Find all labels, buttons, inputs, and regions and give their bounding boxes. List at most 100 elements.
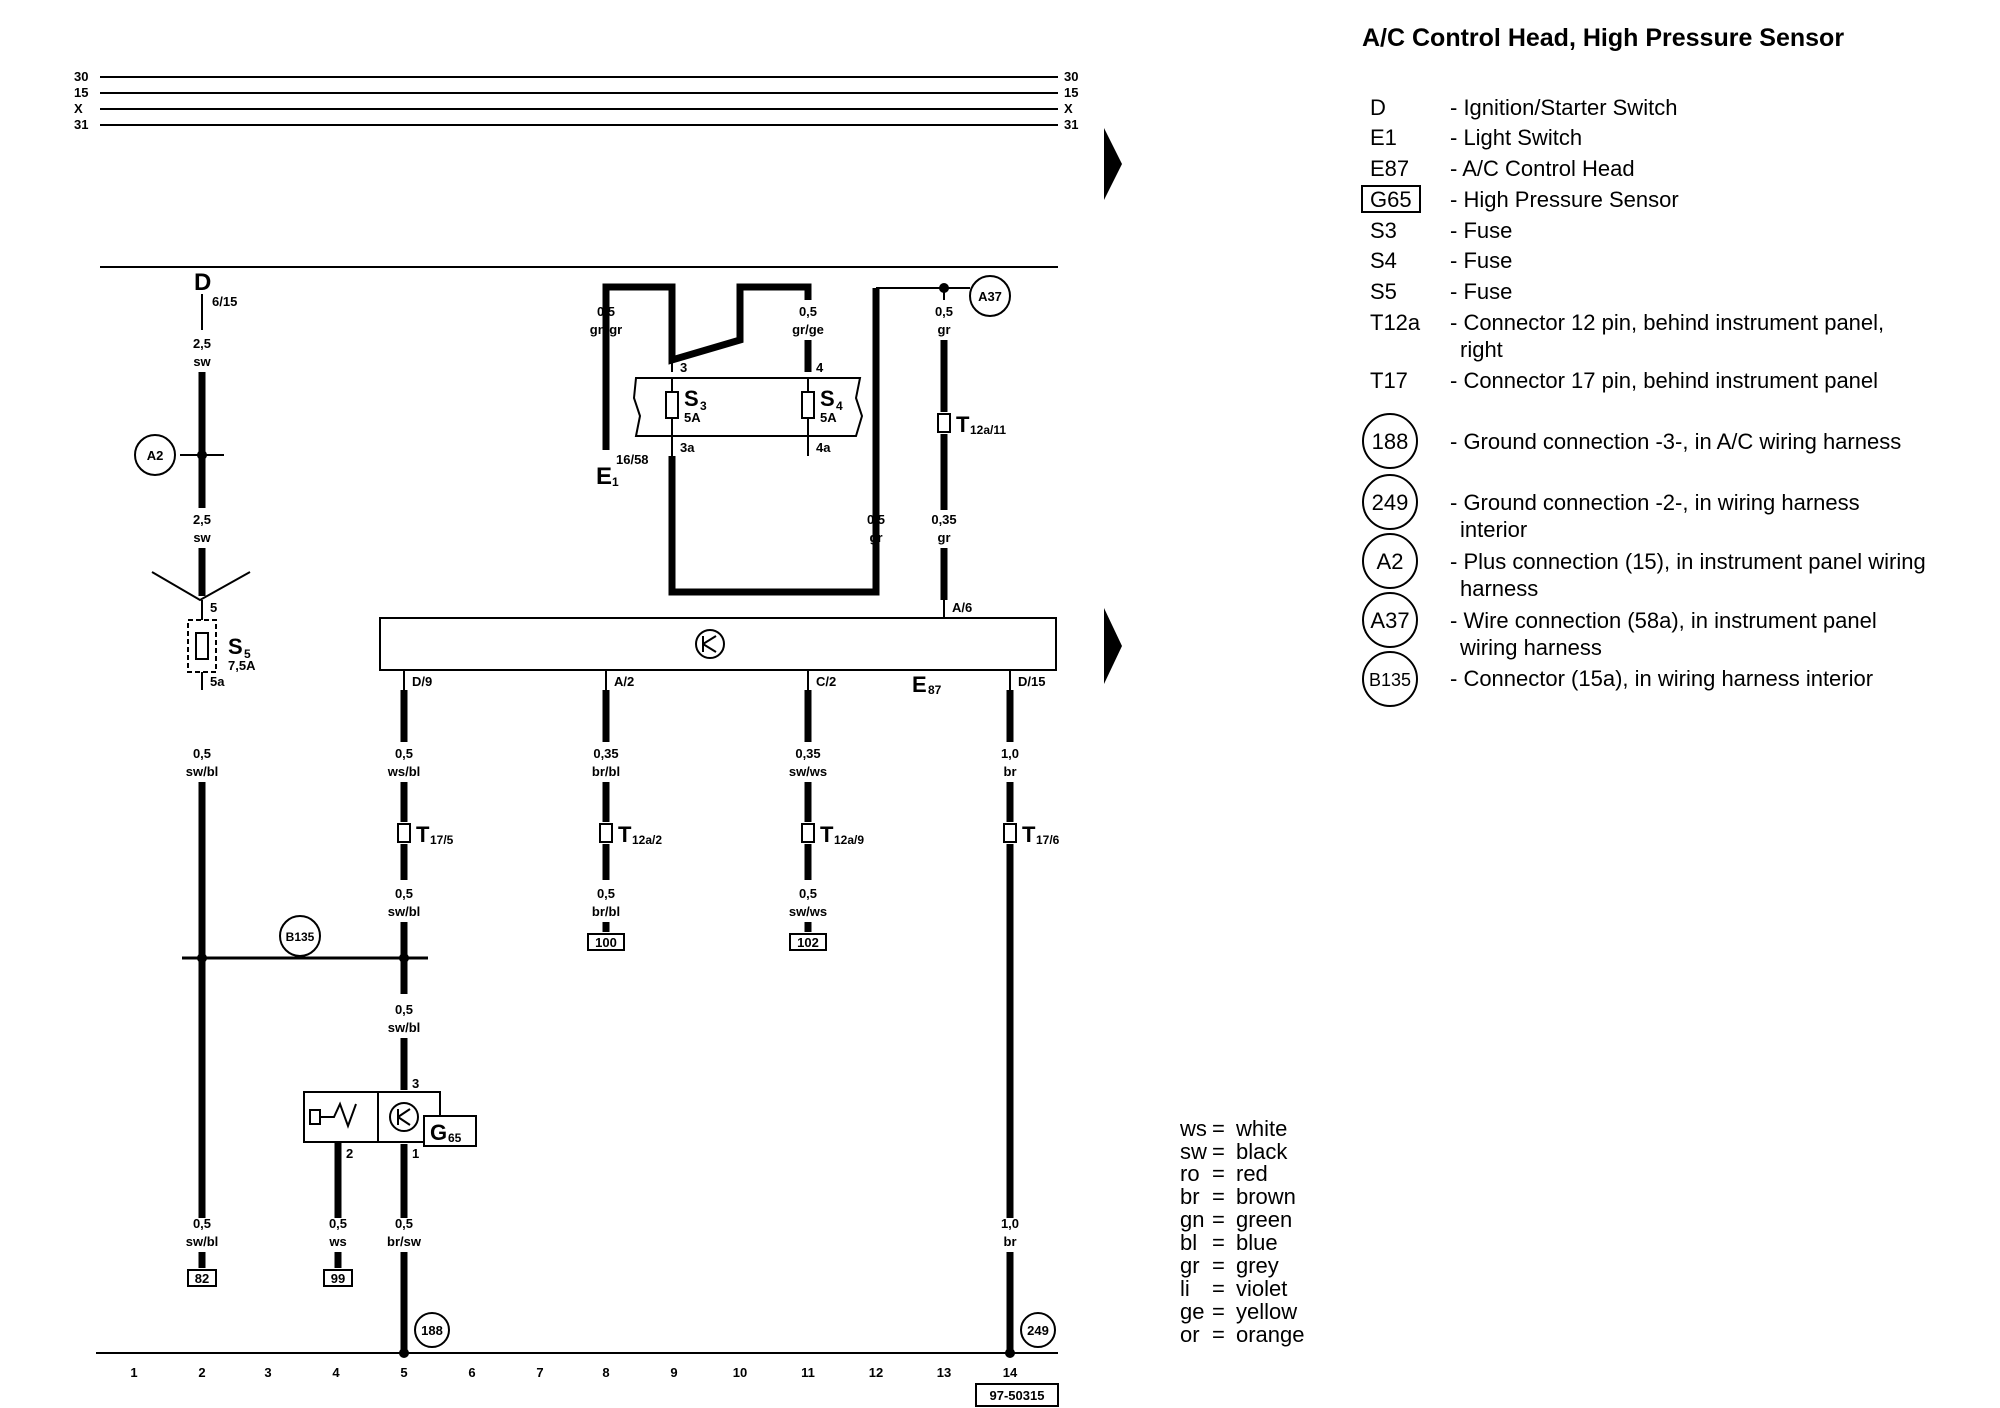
component-d-pin: 6/15 bbox=[212, 294, 237, 309]
legend-code-circle bbox=[1362, 474, 1418, 530]
connection-a2-label: A2 bbox=[147, 448, 164, 463]
wire-gauge: 0,5 bbox=[867, 512, 885, 527]
column-number: 5 bbox=[400, 1365, 407, 1380]
column-number: 4 bbox=[332, 1365, 340, 1380]
column-number: 14 bbox=[1003, 1365, 1018, 1380]
color-eq: = bbox=[1212, 1276, 1225, 1301]
pin-label: D/15 bbox=[1018, 674, 1045, 689]
legend-code: T12a bbox=[1370, 310, 1421, 335]
color-key: ws = white sw = black ro = red br = brow… bbox=[1179, 1116, 1305, 1347]
e87-label: E bbox=[912, 672, 927, 697]
wire-gauge: 0,5 bbox=[597, 886, 615, 901]
rail-label-left: X bbox=[74, 101, 83, 116]
column-numbers: 1 2 3 4 5 6 7 8 9 10 11 12 13 14 bbox=[130, 1365, 1018, 1380]
e1-label: E bbox=[596, 463, 612, 490]
fuse-s4-rating: 5A bbox=[820, 410, 837, 425]
connector-b135: B135 bbox=[279, 915, 321, 957]
column-number: 6 bbox=[468, 1365, 475, 1380]
wire-connection-a37-label: A37 bbox=[978, 289, 1002, 304]
transistor-symbol bbox=[389, 1102, 419, 1132]
color-name: violet bbox=[1236, 1276, 1287, 1301]
color-name: white bbox=[1235, 1116, 1287, 1141]
legend-code-box bbox=[1361, 185, 1421, 213]
pin-label: 4 bbox=[816, 360, 824, 375]
connector-t12a2-label: T bbox=[618, 822, 632, 847]
fuse-s4-element bbox=[801, 391, 815, 419]
junction-dot bbox=[399, 1348, 409, 1358]
supply-rails bbox=[100, 76, 1058, 126]
e1-sub: 1 bbox=[612, 475, 619, 489]
color-name: grey bbox=[1236, 1253, 1279, 1278]
rail-label-left: 30 bbox=[74, 69, 88, 84]
legend-code: A2 bbox=[1377, 549, 1404, 574]
wire-color: br bbox=[1004, 1234, 1017, 1249]
component-legend: D - Ignition/Starter Switch E1 - Light S… bbox=[1361, 95, 1926, 707]
g65-label: G bbox=[430, 1120, 447, 1145]
color-eq: = bbox=[1212, 1116, 1225, 1141]
legend-code-circle bbox=[1362, 533, 1418, 589]
wire-gauge: 0,5 bbox=[395, 1216, 413, 1231]
wire-color: br bbox=[1004, 764, 1017, 779]
pin-label: 4a bbox=[816, 440, 831, 455]
legend-code: D bbox=[1370, 95, 1386, 120]
wire-gauge: 0,5 bbox=[193, 746, 211, 761]
legend-desc: - Plus connection (15), in instrument pa… bbox=[1450, 549, 1926, 574]
color-eq: = bbox=[1212, 1161, 1225, 1186]
wire-color: ws bbox=[328, 1234, 346, 1249]
color-name: red bbox=[1236, 1161, 1268, 1186]
wire-connection-a37: A37 bbox=[969, 275, 1011, 317]
color-eq: = bbox=[1212, 1184, 1225, 1209]
fuse-s5-label: S bbox=[228, 634, 243, 659]
ref-label-99: 99 bbox=[331, 1271, 345, 1286]
fuse-s4-label: S bbox=[820, 386, 835, 411]
ref-box-100 bbox=[587, 933, 625, 951]
wire-gauge: 1,0 bbox=[1001, 746, 1019, 761]
sensor-element-symbol bbox=[309, 1109, 321, 1125]
legend-code: A37 bbox=[1370, 608, 1409, 633]
legend-code: S4 bbox=[1370, 248, 1397, 273]
wire-color: sw/bl bbox=[186, 764, 219, 779]
rail-label-right: 31 bbox=[1064, 117, 1078, 132]
legend-desc: - Wire connection (58a), in instrument p… bbox=[1450, 608, 1877, 633]
connector-t12a11-sub: 12a/11 bbox=[970, 423, 1006, 437]
color-eq: = bbox=[1212, 1207, 1225, 1232]
color-eq: = bbox=[1212, 1299, 1225, 1324]
column-5-circuit: D/9 0,5 ws/bl T 17/5 0,5 sw/bl 0,5 sw/bl… bbox=[387, 670, 454, 1358]
page-title: A/C Control Head, High Pressure Sensor bbox=[1362, 24, 1844, 52]
rail-label-left: 31 bbox=[74, 117, 88, 132]
connector-t175-sub: 17/5 bbox=[430, 833, 454, 847]
component-d-label: D bbox=[194, 269, 211, 296]
wire-color: sw/bl bbox=[388, 904, 421, 919]
pin-label: 3 bbox=[412, 1076, 419, 1091]
fuse-holder-symbol bbox=[151, 571, 251, 602]
junction-dot bbox=[939, 283, 949, 293]
color-abbr: ge bbox=[1180, 1299, 1204, 1324]
fuse-panel-circuit: 0,5 gn/gr 0,5 gr/ge 16/58 E 1 3 4 S 3 5A… bbox=[590, 283, 885, 596]
legend-code: B135 bbox=[1369, 670, 1411, 690]
wire-color: sw bbox=[193, 354, 211, 369]
legend-code: 249 bbox=[1372, 490, 1409, 515]
rail-label-left: 15 bbox=[74, 85, 88, 100]
color-name: black bbox=[1236, 1139, 1288, 1164]
fuse-s3-label: S bbox=[684, 386, 699, 411]
ground-249: 249 bbox=[1020, 1312, 1056, 1348]
ref-box-102 bbox=[789, 933, 827, 951]
wire-gauge: 2,5 bbox=[193, 336, 211, 351]
rail-label-right: 15 bbox=[1064, 85, 1078, 100]
color-name: yellow bbox=[1236, 1299, 1297, 1324]
color-eq: = bbox=[1212, 1230, 1225, 1255]
column-number: 3 bbox=[264, 1365, 271, 1380]
legend-desc: - High Pressure Sensor bbox=[1450, 187, 1679, 212]
ref-label-102: 102 bbox=[797, 935, 819, 950]
wire bbox=[668, 288, 880, 596]
wire-gauge: 0,5 bbox=[395, 746, 413, 761]
wire-color: br/bl bbox=[592, 904, 620, 919]
ground-249-label: 249 bbox=[1027, 1323, 1049, 1338]
wire-color: gr bbox=[870, 530, 883, 545]
pin-label: 5a bbox=[210, 674, 225, 689]
fuse-s3-element bbox=[665, 391, 679, 419]
column-number: 12 bbox=[869, 1365, 883, 1380]
wire-gauge: 0,35 bbox=[931, 512, 956, 527]
wire-gauge: 0,5 bbox=[799, 886, 817, 901]
column-number: 2 bbox=[198, 1365, 205, 1380]
